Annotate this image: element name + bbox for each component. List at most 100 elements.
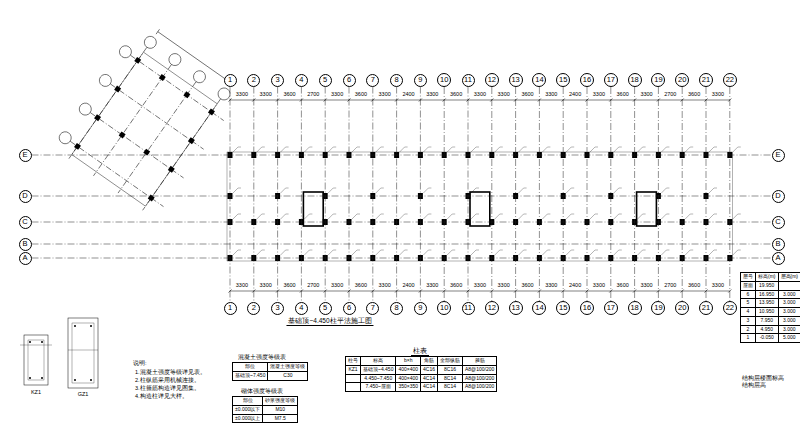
table-cell: A8@100/200 (463, 365, 497, 374)
axis-bubble: 9 (414, 74, 427, 87)
leader-line (500, 147, 503, 148)
table-cell: 标高 (361, 357, 396, 366)
cell-text: 10.950 (759, 308, 774, 314)
axis-bubble: 15 (556, 73, 570, 87)
axis-number: 3 (276, 76, 280, 84)
leader-line (714, 147, 717, 148)
leader-line (519, 147, 524, 152)
table-cell: M7.5 (263, 414, 298, 423)
table-cell: 16.950 (756, 290, 779, 299)
cell-text: A8@100/200 (465, 375, 494, 381)
table-title: 柱表 (411, 347, 429, 356)
leader-line (238, 188, 241, 189)
dimension-text: 2700 (307, 91, 319, 98)
dimension-text: 3300 (331, 282, 343, 289)
axis-bubble: 14 (532, 301, 546, 315)
axis-line (491, 87, 492, 301)
axis-number: 8 (395, 76, 399, 84)
leader-line (286, 147, 289, 148)
leader-line (709, 250, 714, 255)
cell-text: C30 (283, 372, 292, 378)
table-cell: 4.450~7.450 (361, 374, 396, 383)
leader-line (524, 250, 527, 251)
axis-number: 13 (511, 76, 519, 84)
leader-line (638, 250, 643, 255)
dimension-text: 3300 (474, 282, 486, 289)
note-text: 4.构造柱详见大样。 (135, 393, 188, 400)
rotated-wing (52, 17, 246, 219)
leader-line (614, 250, 619, 255)
leader-line (566, 147, 571, 152)
cell-text: 4C14 (423, 383, 435, 389)
dimension-text: 3600 (521, 91, 533, 98)
leader-line (638, 147, 643, 152)
axis-number: 14 (535, 304, 543, 312)
leader-line (309, 147, 312, 148)
leader-line (738, 250, 741, 251)
cell-text: 6 (747, 291, 750, 297)
axis-bubble: 17 (604, 73, 618, 87)
leader-line (238, 250, 241, 251)
table-note: 结构层楼面标高 (742, 375, 784, 382)
table-cell: 3.000 (778, 308, 800, 317)
leader-line (233, 188, 238, 193)
dimension-text: 3300 (498, 282, 510, 289)
table-cell: 屋面 (741, 281, 756, 290)
table-body: 柱号标高b×h角筋全部纵筋箍筋KZ1基础顶~4.450400×4004C168C… (346, 357, 497, 392)
axis-number: 7 (371, 304, 375, 312)
detail-sketches (20, 318, 98, 388)
axis-number: 9 (418, 76, 422, 84)
leader-line (690, 147, 693, 148)
leader-line (661, 250, 666, 255)
leader-line (262, 147, 265, 148)
axis-line (349, 87, 350, 302)
leader-line (376, 147, 381, 152)
dimension-text: 3300 (331, 91, 343, 98)
dimension-text: 3300 (640, 282, 652, 289)
core-wall (303, 192, 323, 226)
leader-line (547, 250, 550, 251)
axis-bubble: 4 (295, 302, 308, 315)
axis-line (515, 87, 516, 301)
leader-line (476, 250, 479, 251)
table-row: 24.9503.000 (741, 325, 800, 334)
dimension-text: 3300 (260, 282, 272, 289)
table-cell: A8@100/200 (463, 383, 497, 392)
axis-line (563, 87, 564, 301)
detail-label: KZ1 (31, 389, 41, 396)
leader-line (281, 250, 286, 255)
axis-number: 2 (252, 304, 256, 312)
cell-text: 部位 (245, 363, 255, 369)
cell-text: 8C14 (444, 375, 456, 381)
leader-line (566, 188, 571, 193)
table-row: KZ1基础顶~4.450400×4004C168C16A8@100/200 (346, 365, 497, 374)
axis-line (468, 87, 469, 302)
leader-line (709, 188, 714, 193)
leader-line (685, 250, 690, 255)
cell-text: 3.000 (783, 291, 796, 297)
leader-line (690, 250, 693, 251)
leader-line (304, 250, 309, 255)
axis-line (658, 87, 659, 301)
table-body: 部位混凝土强度等级基础顶~7.450C30 (233, 363, 308, 381)
axis-bubble: 17 (604, 301, 618, 315)
leader-line (400, 214, 405, 219)
table-cell: 3 (741, 316, 756, 325)
axis-bubble: 6 (343, 74, 356, 87)
table-row: 基础顶~7.450C30 (233, 371, 308, 380)
cell-text: ±0.000以下 (235, 406, 260, 412)
leader-line (619, 147, 622, 148)
leader-line (328, 147, 333, 152)
cell-text: 16.950 (759, 291, 774, 297)
table-row: 410.9503.000 (741, 308, 800, 317)
axis-bubble: 16 (580, 301, 594, 315)
dimension-text: 3300 (545, 91, 557, 98)
dimension-text: 3300 (474, 91, 486, 98)
note-text: 1.混凝土强度等级详见表。 (135, 369, 206, 376)
axis-bubble: D (772, 190, 785, 203)
leader-line (281, 147, 286, 152)
cell-text: -0.050 (760, 334, 774, 340)
dimension-text: 3600 (355, 91, 367, 98)
leader-line (423, 250, 428, 255)
leader-line (714, 250, 717, 251)
